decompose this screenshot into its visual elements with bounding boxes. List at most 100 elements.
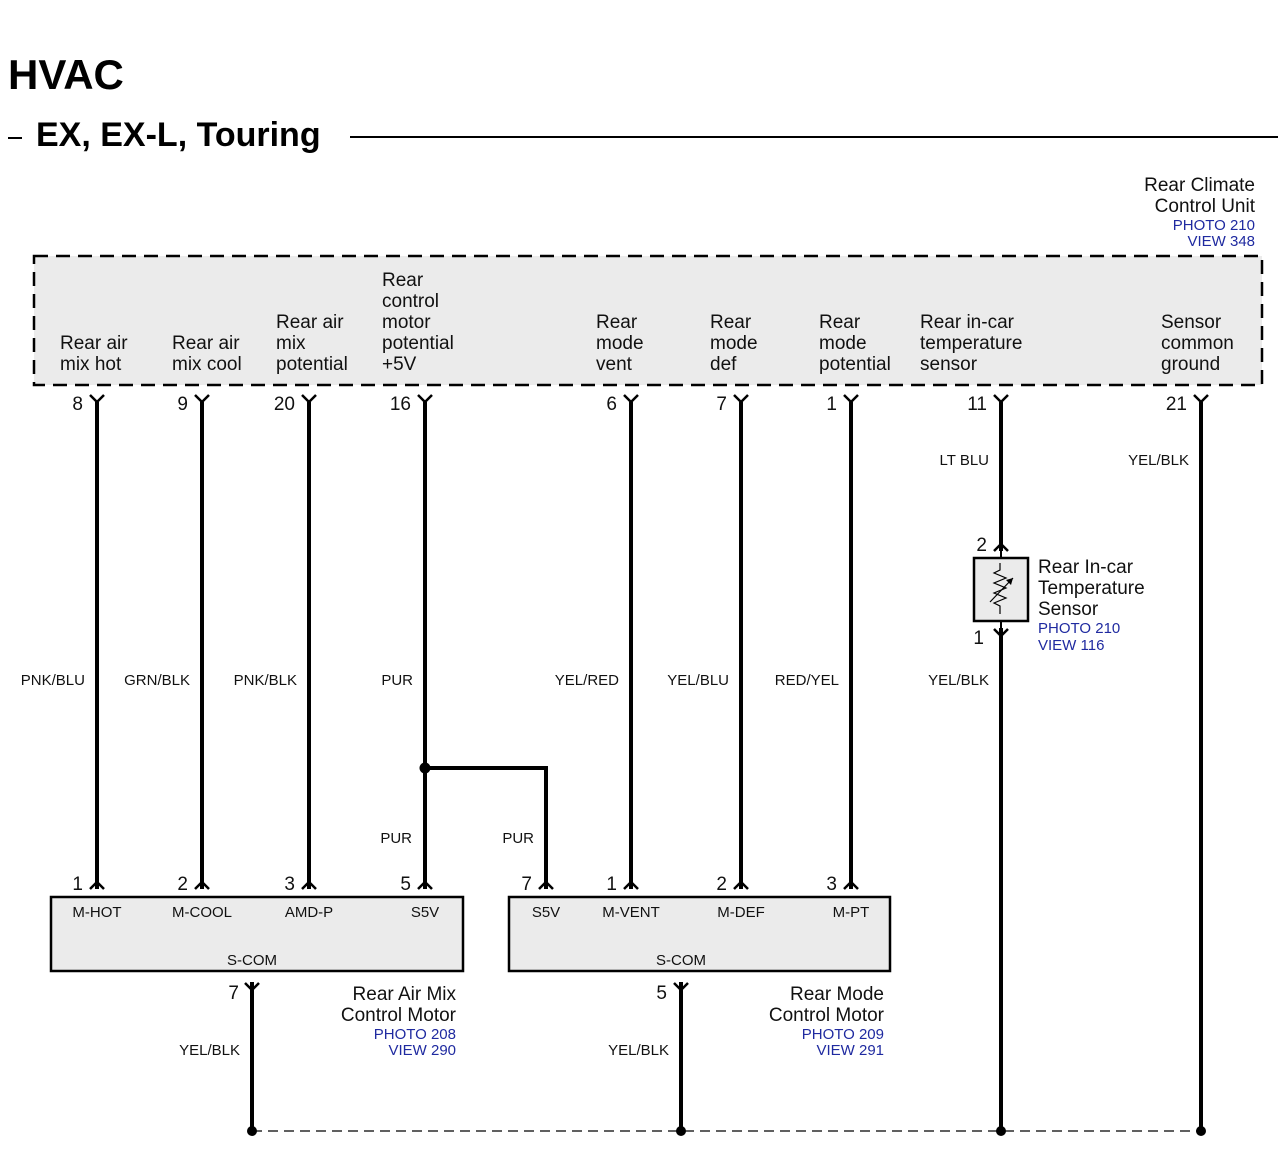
climate-unit-terminal-label-6-line-2: mode (710, 333, 758, 354)
climate-unit-connector-pin-6 (623, 394, 639, 404)
wire-color-pin-21: YEL/BLK (1128, 452, 1189, 469)
climate-unit-terminal-label-4-line-1: Rear (382, 270, 424, 291)
climate-unit-terminal-label-3-line-2: mix (276, 333, 306, 354)
climate-unit-connector-pin-1 (843, 394, 859, 404)
air-mix-motor-connector-pin-1 (89, 880, 105, 890)
climate-unit-terminal-label-3-line-1: Rear air (276, 312, 344, 333)
mode-motor-connector-pin-2 (733, 880, 749, 890)
air-mix-motor-terminal-m-hot: M-HOT (72, 904, 121, 921)
climate-unit-pin-1: 1 (826, 394, 837, 415)
climate-unit-connector-pin-8 (89, 394, 105, 404)
climate-unit-pin-11: 11 (967, 394, 987, 415)
temp-sensor-name-line-1: Rear In-car (1038, 557, 1134, 578)
wire-color-pin-20: PNK/BLK (234, 672, 297, 689)
air-mix-motor-common-connector (244, 982, 260, 992)
air-mix-motor-name-line-2: Control Motor (341, 1005, 457, 1026)
thermistor-icon (989, 563, 1014, 614)
mode-motor-ground-wire-color: YEL/BLK (608, 1042, 669, 1059)
climate-unit-terminal-label-9-line-1: Sensor (1161, 312, 1222, 333)
climate-unit-terminal-label-8-line-3: sensor (920, 354, 978, 375)
wire-color-pin-7: YEL/BLU (667, 672, 729, 689)
climate-unit-terminal-label-1-line-1: Rear air (60, 333, 128, 354)
mode-motor-pin-2: 2 (716, 874, 727, 895)
splice-down-wire-color: PUR (380, 830, 412, 847)
mode-motor-photo-ref[interactable]: PHOTO 209 (802, 1026, 884, 1043)
air-mix-motor-pin-5: 5 (400, 874, 411, 895)
climate-unit-pin-16: 16 (390, 394, 411, 415)
ground-junction-4 (1196, 1126, 1206, 1136)
climate-unit-terminal-label-7-line-1: Rear (819, 312, 861, 333)
temp-sensor-ground-wire-color: YEL/BLK (928, 672, 989, 689)
air-mix-motor-terminal-s5v: S5V (411, 904, 439, 921)
air-mix-motor-connector-pin-5 (417, 880, 433, 890)
climate-unit-box (32, 254, 1264, 387)
page-title: HVAC (8, 51, 124, 98)
ground-junction-1 (247, 1126, 257, 1136)
climate-unit-terminal-label-8-line-2: temperature (920, 333, 1022, 354)
wire-color-pin-8: PNK/BLU (21, 672, 85, 689)
mode-motor-common-label: S-COM (656, 952, 706, 969)
climate-unit-terminal-label-4-line-2: control (382, 291, 439, 312)
splice-branch-wire-color: PUR (502, 830, 534, 847)
air-mix-motor-pin-1: 1 (72, 874, 83, 895)
climate-unit-terminal-label-1-line-2: mix hot (60, 354, 122, 375)
climate-unit-terminal-label-3-line-3: potential (276, 354, 348, 375)
climate-unit-terminal-label-6-line-3: def (710, 354, 737, 375)
air-mix-motor-terminal-m-cool: M-COOL (172, 904, 232, 921)
mode-motor-view-ref[interactable]: VIEW 291 (816, 1042, 884, 1059)
climate-unit-terminal-label-2-line-2: mix cool (172, 354, 242, 375)
air-mix-motor-connector-pin-3 (301, 880, 317, 890)
mode-motor-connector-pin-1 (623, 880, 639, 890)
air-mix-motor-common-label: S-COM (227, 952, 277, 969)
mode-motor-common-connector (673, 982, 689, 992)
air-mix-motor-connector-pin-2 (194, 880, 210, 890)
temp-sensor-pin-top: 2 (976, 535, 987, 556)
mode-motor-name-line-1: Rear Mode (790, 984, 884, 1005)
wire-color-pin-6: YEL/RED (555, 672, 619, 689)
climate-unit-terminal-label-7-line-2: mode (819, 333, 867, 354)
ground-junction-3 (996, 1126, 1006, 1136)
temp-sensor-pin-bottom: 1 (973, 628, 984, 649)
climate-unit-terminal-label-6-line-1: Rear (710, 312, 752, 333)
climate-unit-terminal-label-4-line-3: motor (382, 312, 431, 333)
climate-unit-photo-ref[interactable]: PHOTO 210 (1173, 217, 1255, 234)
mode-motor-terminal-s5v: S5V (532, 904, 560, 921)
mode-motor-terminal-m-vent: M-VENT (602, 904, 660, 921)
climate-unit-terminal-label-5-line-3: vent (596, 354, 633, 375)
page-subtitle: EX, EX-L, Touring (36, 116, 321, 154)
climate-unit-pin-6: 6 (606, 394, 617, 415)
climate-unit-pin-8: 8 (72, 394, 83, 415)
climate-unit-pin-9: 9 (177, 394, 188, 415)
wire-color-pin-9: GRN/BLK (124, 672, 190, 689)
air-mix-motor-box (49, 895, 465, 973)
air-mix-motor-terminal-amd-p: AMD-P (285, 904, 333, 921)
climate-unit-connector-pin-9 (194, 394, 210, 404)
temp-sensor-box (972, 556, 1030, 623)
climate-unit-pin-21: 21 (1166, 394, 1187, 415)
mode-motor-terminal-m-pt: M-PT (833, 904, 870, 921)
mode-motor-box (507, 895, 892, 973)
splice-junction (419, 762, 431, 774)
climate-unit-terminal-label-4-line-4: potential (382, 333, 454, 354)
climate-unit-terminal-label-2-line-1: Rear air (172, 333, 240, 354)
temp-sensor-view-ref[interactable]: VIEW 116 (1038, 637, 1104, 654)
climate-unit-connector-pin-21 (1193, 394, 1209, 404)
climate-unit-terminal-label-8-line-1: Rear in-car (920, 312, 1015, 333)
air-mix-motor-photo-ref[interactable]: PHOTO 208 (374, 1026, 456, 1043)
wire-color-pin-16: PUR (381, 672, 413, 689)
temp-sensor-photo-ref[interactable]: PHOTO 210 (1038, 620, 1120, 637)
climate-unit-name-line-2: Control Unit (1155, 196, 1256, 217)
climate-unit-name-line-1: Rear Climate (1144, 175, 1255, 196)
mode-motor-terminal-m-def: M-DEF (717, 904, 765, 921)
climate-unit-pin-7: 7 (716, 394, 727, 415)
wire-color-pin-11: LT BLU (940, 452, 989, 469)
air-mix-motor-pin-3: 3 (284, 874, 295, 895)
air-mix-motor-common-pin: 7 (228, 983, 239, 1004)
air-mix-motor-view-ref[interactable]: VIEW 290 (388, 1042, 456, 1059)
climate-unit-view-ref[interactable]: VIEW 348 (1187, 233, 1255, 250)
